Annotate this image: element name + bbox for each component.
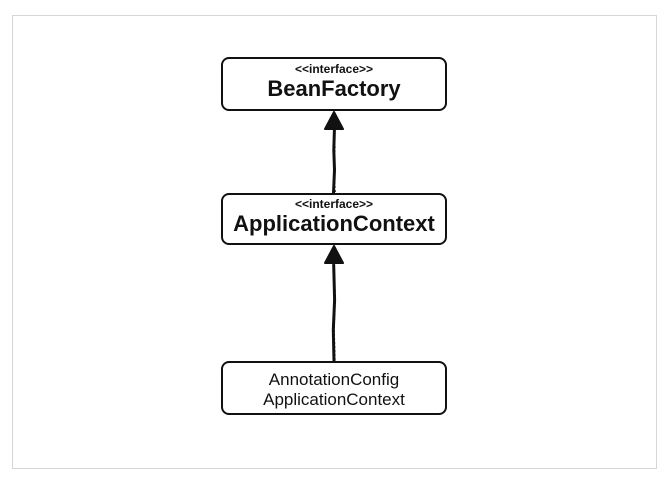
node-bean-factory: <<interface>> BeanFactory bbox=[221, 57, 447, 111]
node-annotation-config-application-context: AnnotationConfig ApplicationContext bbox=[221, 361, 447, 415]
stereotype-label: <<interface>> bbox=[294, 62, 374, 76]
node-name-line1: AnnotationConfig bbox=[268, 370, 400, 389]
node-name: BeanFactory bbox=[267, 76, 401, 101]
edge-line-texture bbox=[333, 263, 336, 361]
node-name-line2: ApplicationContext bbox=[263, 390, 405, 409]
edge-annotation-to-appcontext bbox=[324, 245, 344, 363]
arrowhead-icon bbox=[324, 245, 344, 264]
edge-line bbox=[331, 263, 337, 363]
node-name: ApplicationContext bbox=[233, 211, 435, 236]
stereotype-label: <<interface>> bbox=[294, 197, 374, 211]
arrowhead-icon bbox=[324, 111, 344, 130]
edge-appcontext-to-beanfactory bbox=[324, 111, 344, 195]
edge-line-texture bbox=[333, 128, 336, 193]
node-application-context: <<interface>> ApplicationContext bbox=[221, 193, 447, 245]
